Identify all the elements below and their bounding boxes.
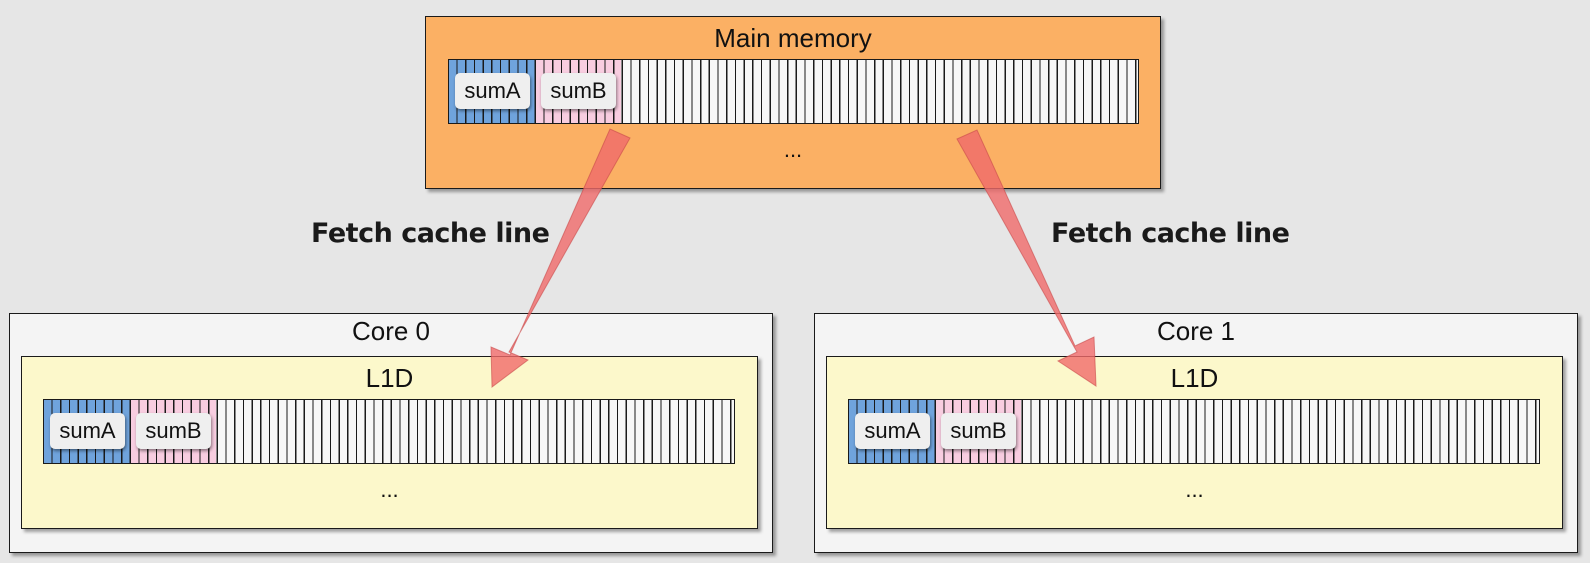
core-1-sumA-label: sumA [855,413,930,449]
core-1-ellipsis: ... [1185,477,1204,502]
core-1-l1d-cache: L1D sumA sumB ... [826,356,1563,529]
core-0-box: Core 0 L1D sumA sumB ... [9,313,773,553]
fetch-cache-line-right-label: Fetch cache line [1051,218,1290,249]
core-1-l1d-title: L1D [1170,363,1219,393]
core-0-l1d-title: L1D [365,363,414,393]
core-0-ellipsis: ... [380,477,399,502]
main-memory-sumA-label: sumA [455,73,530,109]
core-1-cache-line-strip: sumA sumB [848,399,1540,464]
core-1-box: Core 1 L1D sumA sumB ... [814,313,1578,553]
core-0-sumB-label: sumB [136,413,211,449]
core-1-sumB-label: sumB [941,413,1016,449]
core-0-l1d-cache: L1D sumA sumB ... [21,356,758,529]
core-1-title: Core 1 [1156,316,1236,346]
core-0-title: Core 0 [351,316,431,346]
main-memory-ellipsis: ... [783,137,803,162]
main-memory-box: Main memory sumA sumB ... [425,16,1161,189]
main-memory-cache-line-strip: sumA sumB [448,59,1139,124]
main-memory-sumB-label: sumB [541,73,616,109]
fetch-cache-line-left-label: Fetch cache line [311,218,550,249]
core-0-sumA-label: sumA [50,413,125,449]
main-memory-title: Main memory [714,23,872,53]
core-0-cache-line-strip: sumA sumB [43,399,735,464]
